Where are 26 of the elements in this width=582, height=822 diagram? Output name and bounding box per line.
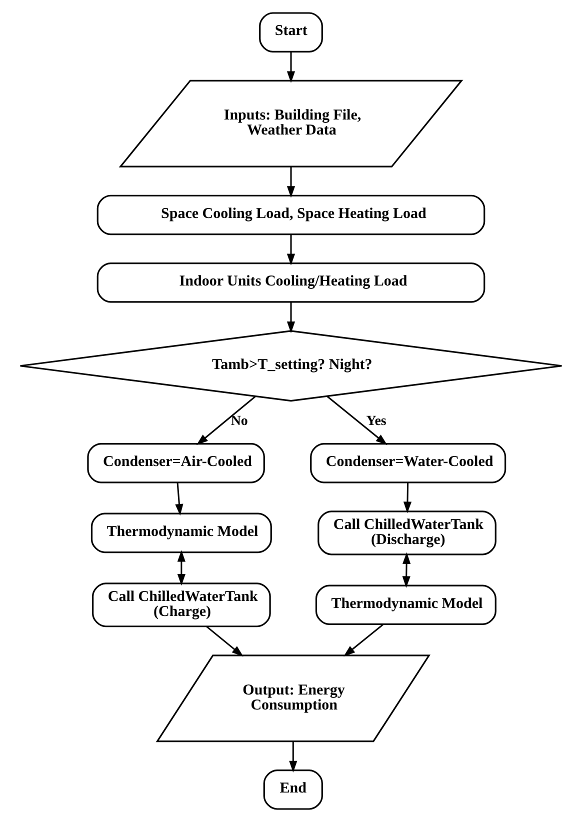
node-diamond: Tamb>T_setting? Night?	[20, 330, 562, 402]
node-box: End	[263, 770, 323, 810]
node-box: Thermodynamic Model	[90, 512, 272, 554]
arrow	[344, 624, 384, 656]
arrow	[402, 552, 411, 588]
arrow	[286, 234, 296, 266]
edge-label: Yes	[366, 414, 386, 429]
node-box: Condenser=Air-Cooled	[87, 442, 265, 484]
node-box: Call ChilledWaterTank (Discharge)	[318, 510, 496, 556]
arrow	[206, 626, 244, 657]
arrow	[286, 52, 296, 83]
edge-label: No	[230, 414, 248, 429]
arrow	[326, 396, 388, 446]
node-box: Start	[259, 12, 323, 52]
arrow	[286, 302, 296, 334]
arrow	[175, 482, 184, 516]
arrow	[403, 482, 412, 514]
arrow	[177, 550, 186, 586]
arrow	[286, 166, 296, 198]
node-box: Indoor Units Cooling/Heating Load	[96, 262, 486, 303]
node-box: Call ChilledWaterTank (Charge)	[92, 582, 271, 628]
node-box: Condenser=Water-Cooled	[310, 442, 506, 484]
node-box: Space Cooling Load, Space Heating Load	[96, 194, 486, 236]
node-box: Thermodynamic Model	[315, 584, 496, 626]
arrow	[196, 396, 256, 446]
arrow	[289, 741, 298, 772]
